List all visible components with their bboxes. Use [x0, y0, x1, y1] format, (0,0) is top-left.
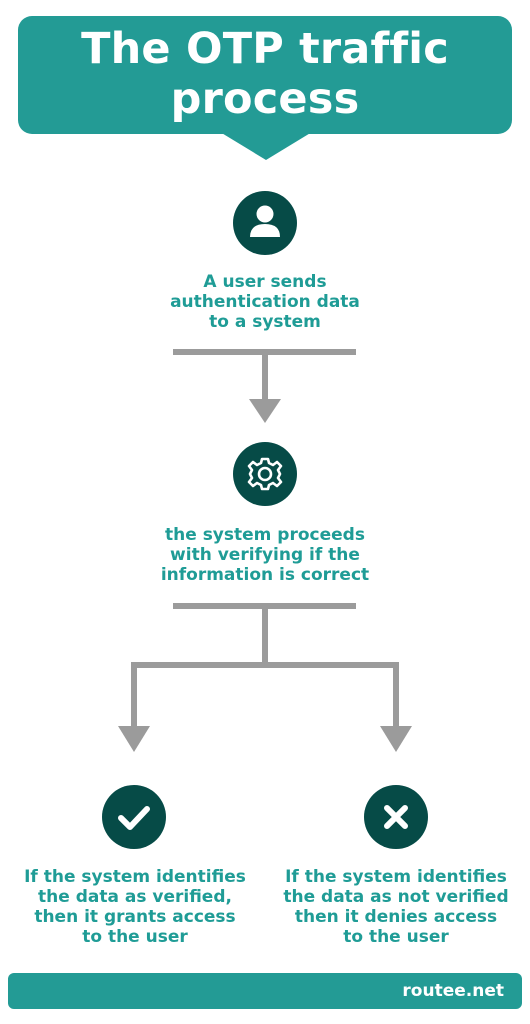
connector-stem-2 — [262, 609, 268, 665]
footer-bar: routee.net — [8, 973, 522, 1009]
connector-left-drop — [131, 662, 137, 728]
connector-stem-1 — [262, 355, 268, 401]
arrow-head-left — [118, 726, 150, 752]
title-banner-pointer — [220, 132, 312, 160]
step-system-verifies-text: the system proceeds with verifying if th… — [160, 525, 370, 585]
arrow-head-1 — [249, 399, 281, 423]
cross-icon — [364, 785, 428, 849]
connector-right-drop — [393, 662, 399, 728]
brand-link[interactable]: routee.net — [402, 981, 504, 1001]
connector-bar-2 — [173, 603, 356, 609]
outcome-verified-text: If the system identifies the data as ver… — [24, 867, 246, 947]
title-banner — [18, 16, 512, 134]
user-icon — [233, 191, 297, 255]
connector-bar-1 — [173, 349, 356, 355]
page-title: The OTP traffic process — [81, 24, 449, 124]
gear-icon — [233, 442, 297, 506]
outcome-not-verified-text: If the system identifies the data as not… — [283, 867, 509, 947]
arrow-head-right — [380, 726, 412, 752]
connector-branch — [131, 662, 399, 668]
check-icon — [102, 785, 166, 849]
step-user-sends-text: A user sends authentication data to a sy… — [170, 272, 360, 332]
